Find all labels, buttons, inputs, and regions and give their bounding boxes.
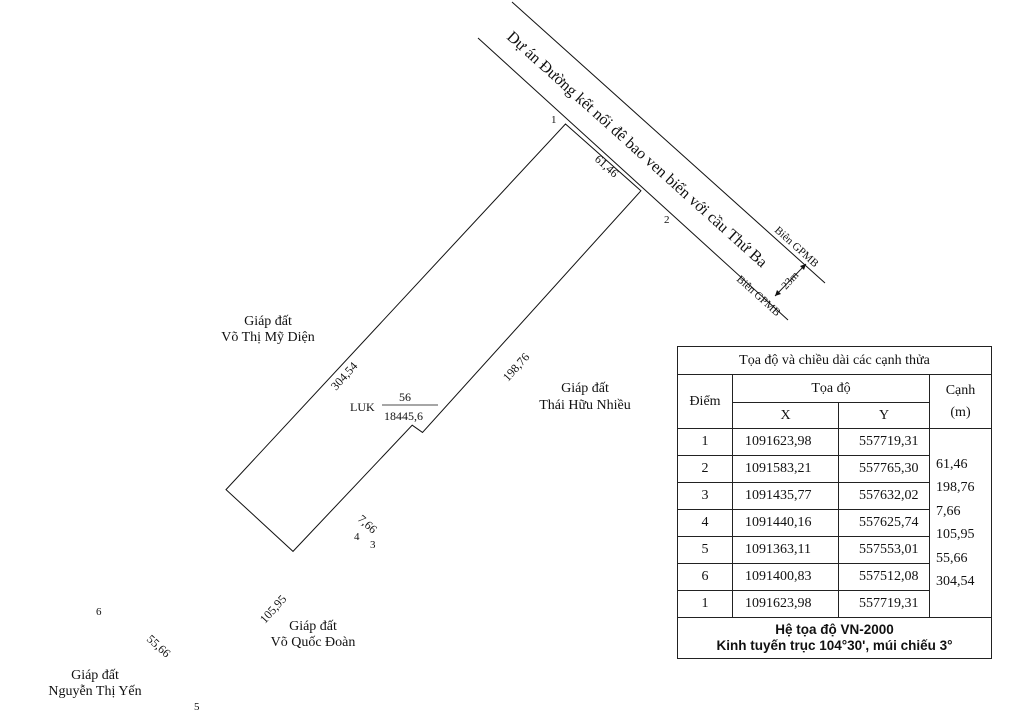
row-point: 5 — [677, 536, 733, 564]
parcel-area: 18445,6 — [384, 409, 423, 423]
header-coord: Tọa độ — [732, 374, 930, 403]
row-point: 1 — [677, 590, 733, 618]
edge-length: 105,95 — [936, 527, 975, 542]
road-boundary-upper — [511, 1, 826, 284]
edge-label-6-1: 304,54 — [328, 359, 360, 393]
row-y: 557719,31 — [838, 590, 930, 618]
edge-length: 304,54 — [936, 574, 975, 589]
dimension-arrow-lower — [775, 290, 781, 296]
header-point: Điểm — [677, 374, 733, 429]
row-point: 1 — [677, 428, 733, 456]
row-x: 1091363,11 — [732, 536, 839, 564]
row-x: 1091440,16 — [732, 509, 839, 537]
neighbor-east-line2: Thái Hữu Nhiều — [539, 398, 631, 413]
row-y: 557625,74 — [838, 509, 930, 537]
row-x: 1091623,98 — [732, 428, 839, 456]
point-label-3: 3 — [370, 539, 376, 551]
row-point: 3 — [677, 482, 733, 510]
edge-lengths-cell: 61,46 198,76 7,66 105,95 55,66 304,54 — [929, 428, 992, 618]
row-y: 557553,01 — [838, 536, 930, 564]
row-y: 557512,08 — [838, 563, 930, 591]
row-y: 557719,31 — [838, 428, 930, 456]
row-point: 6 — [677, 563, 733, 591]
row-x: 1091400,83 — [732, 563, 839, 591]
neighbor-west-line1: Giáp đất — [244, 314, 292, 329]
dimension-arrow-upper — [800, 264, 806, 270]
neighbor-southwest-line1: Giáp đất — [71, 668, 119, 683]
row-y: 557632,02 — [838, 482, 930, 510]
point-label-6: 6 — [96, 606, 102, 618]
parcel-outline — [225, 123, 642, 553]
header-y: Y — [838, 402, 930, 429]
table-row: 1 1091623,98 557719,31 61,46 198,76 7,66… — [677, 428, 992, 618]
row-x: 1091623,98 — [732, 590, 839, 618]
neighbor-southwest-line2: Nguyễn Thị Yến — [48, 684, 141, 699]
boundary-label-upper: Biên GPMB — [772, 224, 821, 270]
neighbor-south-line2: Võ Quốc Đoàn — [271, 635, 356, 650]
road-label: Dự án Đường kết nối đê bao ven biển với … — [503, 28, 770, 271]
table-row: 5 1091363,11 557553,01 — [677, 536, 992, 564]
row-point: 2 — [677, 455, 733, 483]
table-row: 6 1091400,83 557512,08 — [677, 563, 992, 591]
row-x: 1091435,77 — [732, 482, 839, 510]
edge-length: 198,76 — [936, 480, 975, 495]
point-label-1: 1 — [551, 114, 557, 126]
header-edge-unit: (m) — [950, 404, 971, 420]
edge-length: 55,66 — [936, 550, 968, 566]
edge-label-5-6: 55,66 — [144, 632, 173, 660]
row-y: 557765,30 — [838, 455, 930, 483]
edge-label-4-5: 105,95 — [257, 592, 289, 626]
row-point: 4 — [677, 509, 733, 537]
point-label-5: 5 — [194, 701, 200, 713]
table-title: Tọa độ và chiều dài các cạnh thửa — [677, 346, 992, 375]
row-x: 1091583,21 — [732, 455, 839, 483]
table-row: 4 1091440,16 557625,74 — [677, 509, 992, 537]
point-label-2: 2 — [664, 214, 670, 226]
edge-label-1-2: 61,46 — [592, 152, 621, 180]
neighbor-west-line2: Võ Thị Mỹ Diện — [221, 330, 314, 345]
neighbor-south-line1: Giáp đất — [289, 619, 337, 634]
coordinate-table: Tọa độ và chiều dài các cạnh thửa Điểm T… — [677, 346, 992, 659]
header-edge-label: Cạnh — [945, 382, 976, 398]
edge-length: 61,46 — [936, 456, 968, 472]
footer-projection: Kinh tuyến trục 104°30', múi chiếu 3° — [716, 638, 953, 653]
point-label-4: 4 — [354, 531, 360, 543]
table-footer: Hệ tọa độ VN-2000 Kinh tuyến trục 104°30… — [677, 617, 992, 659]
header-edge: Cạnh (m) — [929, 374, 992, 429]
edge-length: 7,66 — [936, 503, 961, 519]
header-x: X — [732, 402, 839, 429]
road-boundary-lower — [477, 37, 789, 321]
parcel-number: 56 — [399, 390, 411, 404]
table-row: 3 1091435,77 557632,02 — [677, 482, 992, 510]
footer-datum: Hệ tọa độ VN-2000 — [775, 622, 894, 637]
neighbor-east-line1: Giáp đất — [561, 381, 609, 396]
road-width-dimension — [774, 263, 807, 297]
parcel-land-type: LUK — [350, 400, 375, 414]
edge-label-2-3: 198,76 — [500, 350, 532, 384]
